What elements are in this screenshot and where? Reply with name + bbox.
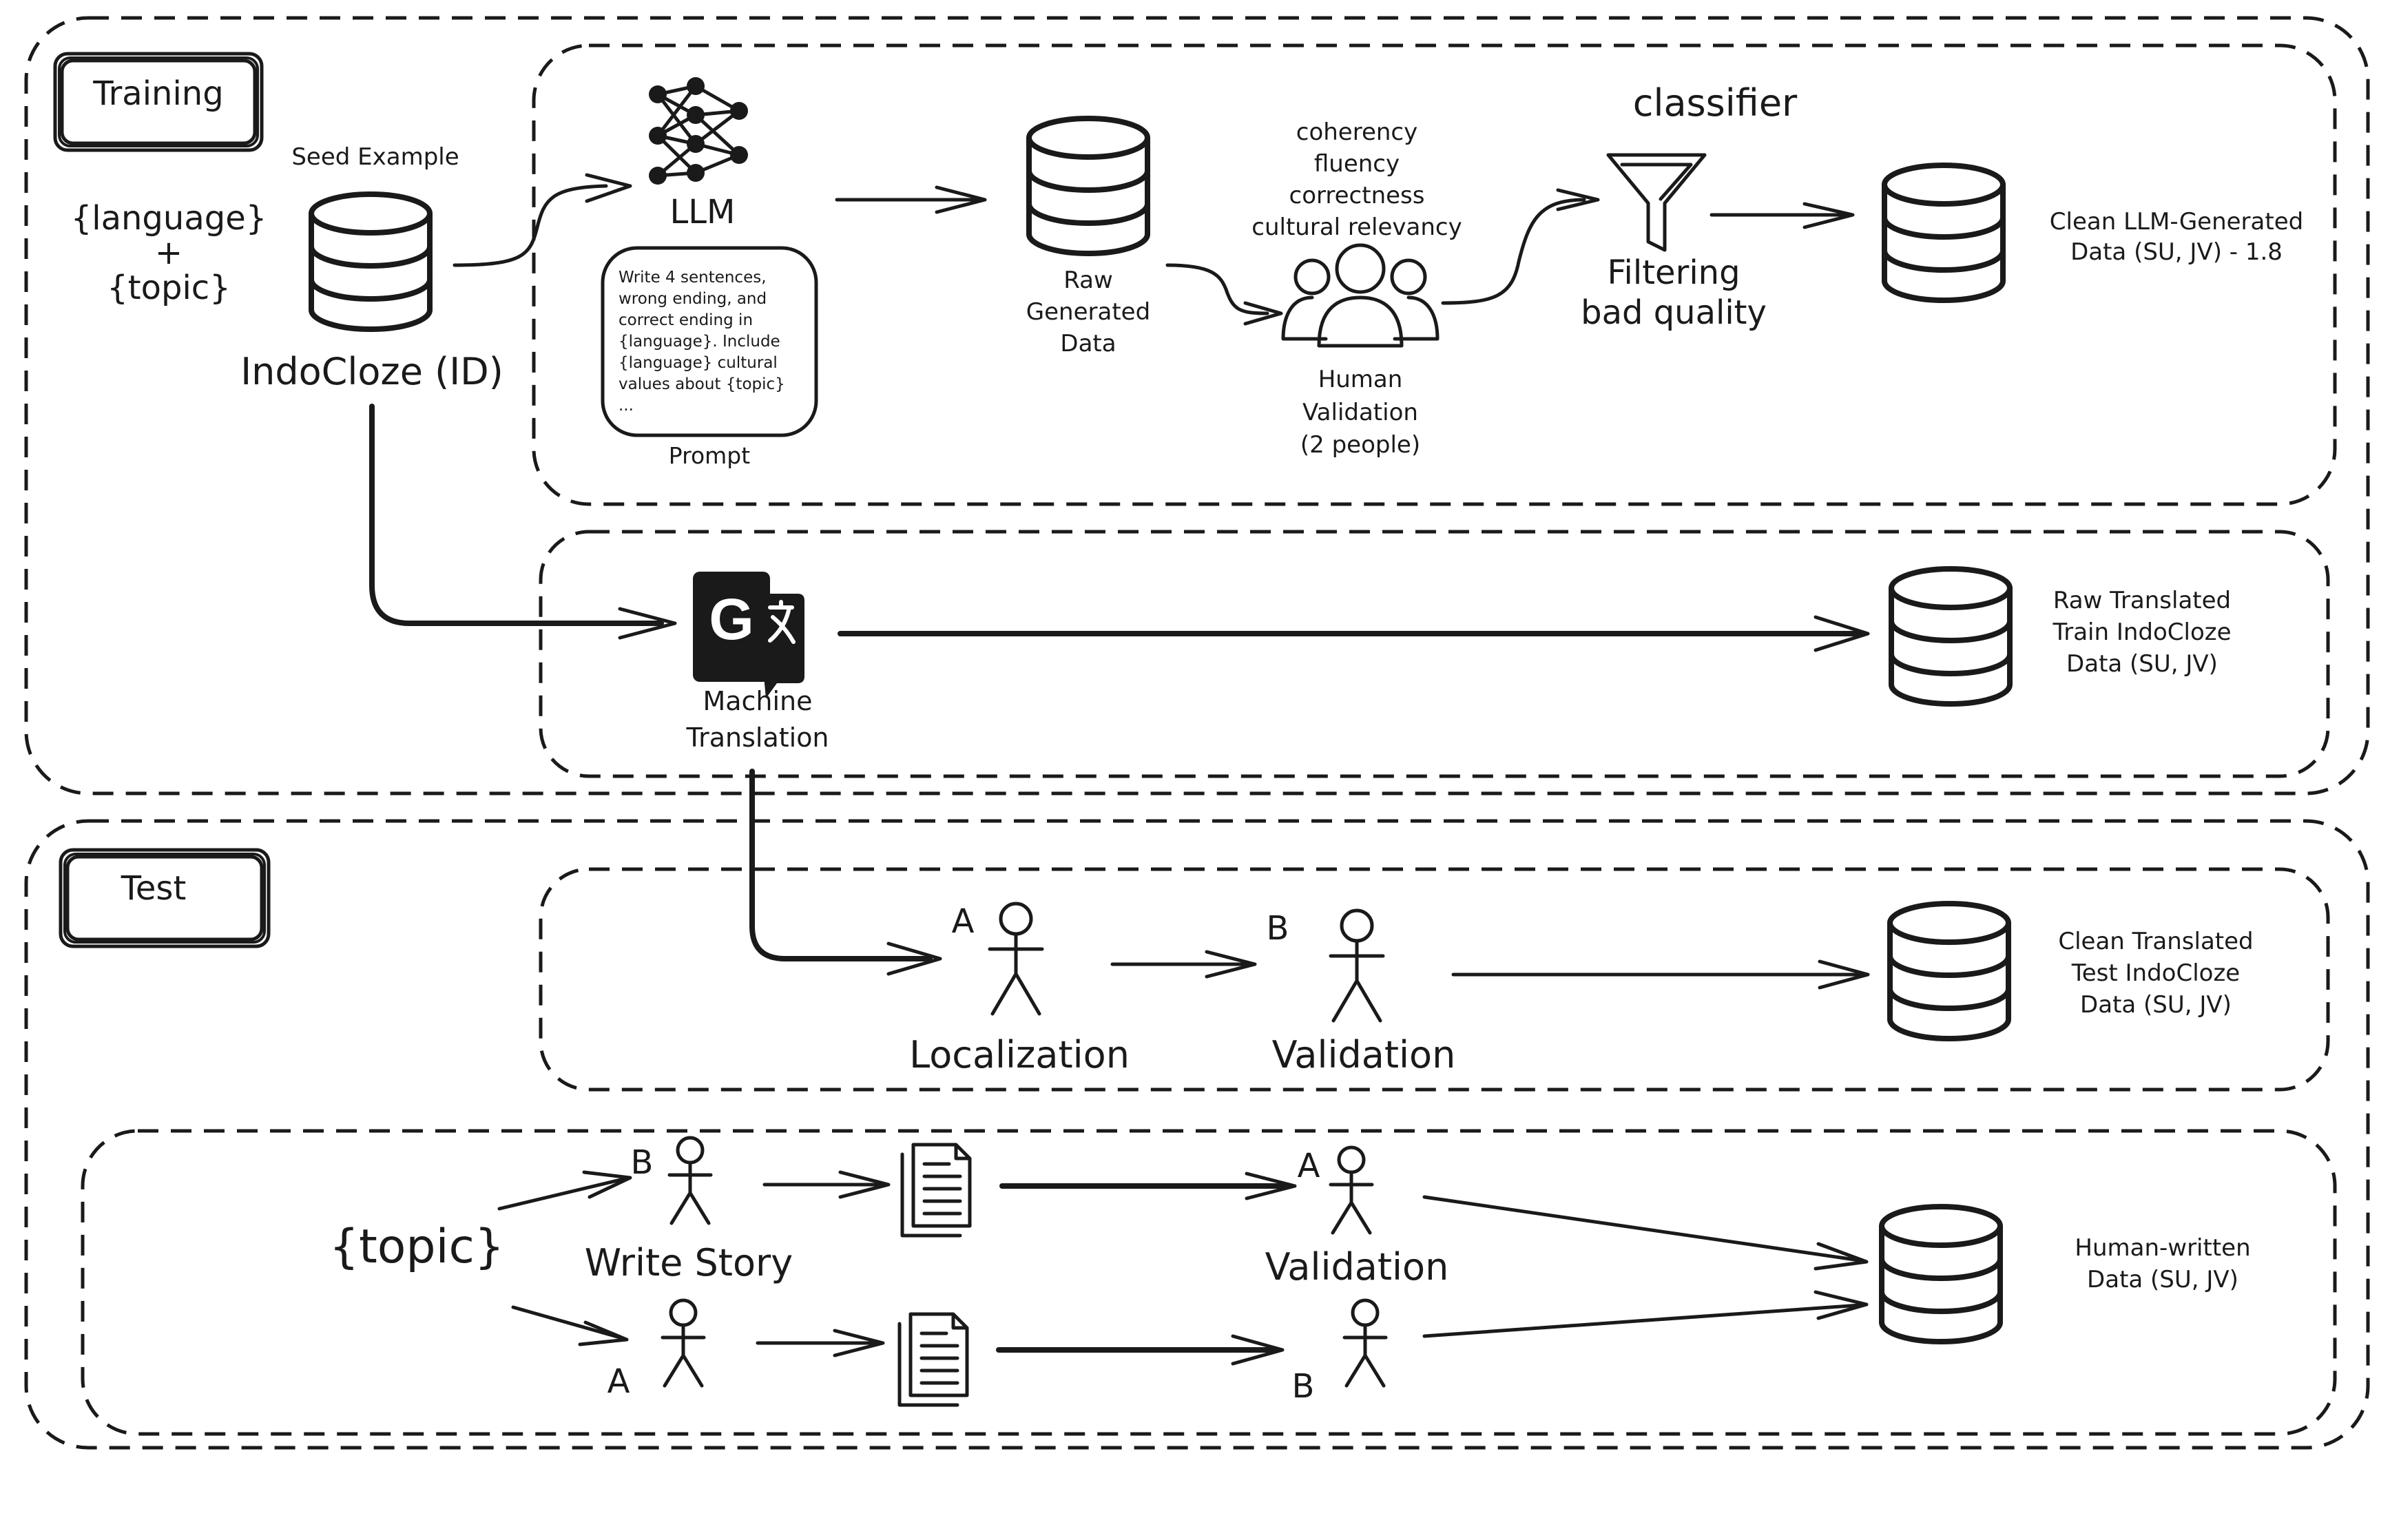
training-tag-box [53,52,264,152]
validation-label: Validation [1271,1033,1456,1076]
translation-frame [539,530,2330,778]
funnel-filter-icon [1606,153,1707,252]
arrow-doc-top-to-validator-a [999,1172,1297,1200]
arrow-localization-to-validation [1110,950,1257,979]
prompt-box [601,246,818,437]
human-written-database-icon [1882,1207,2000,1342]
person-b-validator-icon [1331,911,1383,1021]
filtering-label: Filtering bad quality [1581,253,1767,332]
person-b-validator-icon-2 [1344,1300,1386,1386]
machine-translation-label: Machine Translation [686,686,829,753]
topic-variable-label: {topic} [329,1220,505,1274]
person-a-writer-icon [663,1300,704,1386]
arrow-seed-to-mt [369,404,677,640]
test-tag-label: Test [121,869,187,908]
prompt-caption: Prompt [668,442,751,469]
arrow-topic-to-writer-b [497,1170,632,1211]
classifier-label: classifier [1632,81,1798,125]
arrow-raw-to-validation [1165,263,1283,326]
seed-database-icon [311,194,430,329]
localization-frame [539,867,2330,1092]
arrow-filter-to-clean [1710,202,1855,229]
person-a-label-writer: A [607,1362,630,1401]
clean-translated-data-label: Clean Translated Test IndoCloze Data (SU… [2058,928,2254,1019]
human-written-frame [81,1129,2337,1436]
arrow-seed-to-llm [453,173,632,267]
people-group-icon [1281,243,1440,348]
document-icon-bottom [900,1314,967,1405]
seed-database-label: IndoCloze (ID) [240,350,503,393]
arrow-doc-bottom-to-validator-b [996,1334,1285,1366]
arrow-validator-a-to-human-db [1422,1195,1869,1271]
training-tag-label: Training [93,74,224,113]
clean-llm-database-icon [1884,165,2003,300]
arrow-validator-b-to-human-db [1422,1290,1869,1338]
llm-label: LLM [669,193,736,231]
human-written-data-label: Human-written Data (SU, JV) [2075,1234,2251,1293]
test-tag-box [59,848,271,948]
validation-criteria-label: coherency fluency correctness cultural r… [1251,118,1462,241]
person-a-label-localization: A [951,902,975,941]
clean-translated-database-icon [1890,904,2008,1039]
test-frame [24,819,2370,1450]
person-b-label-validation: B [1266,909,1289,948]
write-story-label: Write Story [584,1241,793,1284]
svg-text:G: G [709,587,754,652]
human-validation-label: Human Validation (2 people) [1300,366,1421,459]
seed-example-label: Seed Example [291,143,459,171]
arrow-validation-to-clean-translated [1451,959,1870,990]
neural-network-icon [649,77,748,185]
person-a-localizer-icon [990,904,1042,1014]
validation-label-2: Validation [1265,1245,1449,1289]
arrow-writer-b-to-doc [762,1170,891,1199]
clean-llm-data-label: Clean LLM-Generated Data (SU, JV) - 1.8 [2049,208,2304,267]
arrow-validation-to-filter [1441,188,1600,305]
person-b-label-validator: B [1291,1367,1315,1406]
prompt-text: Write 4 sentences, wrong ending, and cor… [619,269,785,415]
raw-generated-label: Raw Generated Data [1026,267,1151,357]
arrow-llm-to-raw [835,185,987,214]
seed-variables-label: {language} + {topic} [70,199,267,307]
arrow-mt-to-raw-translated [838,615,1870,652]
raw-generated-database-icon [1029,118,1147,253]
person-a-label-validator: A [1297,1147,1320,1185]
localization-label: Localization [909,1033,1130,1076]
arrow-topic-to-writer-a [511,1305,629,1346]
person-b-label-writer: B [630,1143,654,1182]
person-b-writer-icon [669,1138,711,1223]
arrow-writer-a-to-doc [756,1329,885,1357]
training-frame [24,16,2370,795]
document-icon-top [902,1145,970,1236]
google-translate-icon: G [693,572,804,698]
llm-pipeline-frame [532,43,2337,506]
raw-translated-data-label: Raw Translated Train IndoCloze Data (SU,… [2053,587,2232,678]
raw-translated-database-icon [1891,569,2010,704]
person-a-validator-icon [1331,1147,1372,1233]
arrow-mt-to-localization [749,769,942,976]
